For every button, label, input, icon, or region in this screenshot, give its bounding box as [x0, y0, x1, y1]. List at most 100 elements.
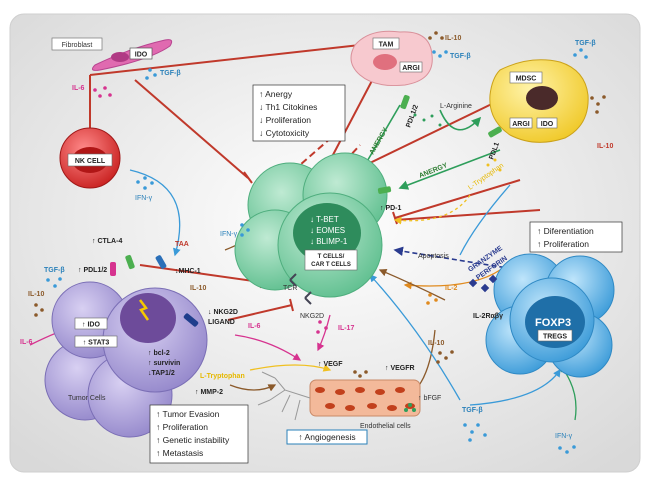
- flow-arrows: [29, 194, 577, 421]
- pdl1-mdsc-receptor: [488, 126, 502, 138]
- bfgf-dots: [404, 403, 416, 412]
- tumor-effect-3: ↑ Metastasis: [156, 448, 203, 458]
- argi-tam-label: ARGI: [402, 65, 420, 72]
- tcell-marker-1: ↓ EOMES: [310, 226, 345, 235]
- larginine-label: L-Arginine: [440, 103, 472, 110]
- tgfb-dots-bottom: [463, 423, 487, 442]
- ido-tumor-label: ↑ IDO: [82, 322, 100, 329]
- tregs-label: TREGS: [543, 334, 567, 341]
- nkg2d-ligand: [183, 313, 199, 327]
- ido-mdsc-label: IDO: [541, 121, 554, 128]
- pdl12-tumor-label: ↑ PDL1/2: [78, 267, 107, 274]
- tcr-label: TCR: [283, 285, 297, 292]
- il6-dots-fib: [93, 86, 112, 98]
- mhc1-receptor: [155, 255, 167, 269]
- arginine-dots: [413, 113, 442, 127]
- nkg2d-ligand-2: LIGAND: [208, 319, 235, 326]
- vegfr-label: ↑ VEGFR: [385, 365, 415, 372]
- il10-tam: IL-10: [445, 35, 461, 42]
- argi-mdsc-label: ARGI: [512, 121, 530, 128]
- fibroblast-tag: [51, 37, 103, 51]
- il10-tumor: IL-10: [28, 291, 44, 298]
- ifng-dots-nk: [136, 176, 154, 190]
- angiogenesis-label: ↑ Angiogenesis: [298, 432, 355, 442]
- trp-dots-mdsc: [486, 158, 502, 172]
- ido-fibroblast-label: IDO: [135, 52, 148, 59]
- il17-label: IL-17: [338, 325, 354, 332]
- stat3-tumor-tag: [74, 335, 118, 348]
- mhc1-label: ↓MHC-1: [175, 268, 201, 275]
- ido-fibroblast-tag: [129, 47, 153, 60]
- blue-arrows: [129, 169, 511, 257]
- ctla4-label: ↑ CTLA-4: [92, 238, 122, 245]
- endothelial-cells: [309, 379, 421, 417]
- tam-label: TAM: [379, 42, 394, 49]
- effect-0: ↑ Anergy: [259, 89, 293, 99]
- tumor-effect-1: ↑ Proliferation: [156, 422, 208, 432]
- tumor-effect-0: ↑ Tumor Evasion: [156, 409, 220, 419]
- effect-2: ↓ Proliferation: [259, 115, 311, 125]
- pd1-receptor: [377, 186, 392, 194]
- tgfb-dots-tumor: [46, 277, 62, 288]
- t-cell-nucleus: [293, 203, 361, 263]
- ifng-nk: IFN-γ: [135, 195, 153, 202]
- il10-tumor-2: IL-10: [190, 285, 206, 292]
- il6-fibroblast: IL-6: [72, 85, 85, 92]
- ifng-bottom: IFN-γ: [555, 433, 573, 440]
- effect-1: ↓ Th1 Citokines: [259, 102, 317, 112]
- nk-cell-label: NK CELL: [75, 158, 106, 165]
- tap12-label: ↓TAP1/2: [148, 370, 175, 377]
- tcell-marker-0: ↓ T-BET: [310, 215, 339, 224]
- tumor-effects-box: ↑ Tumor Evasion ↑ Proliferation ↑ Geneti…: [149, 404, 249, 464]
- il2-label: IL-2: [445, 285, 458, 292]
- tgfb-mdsc: TGF-β: [575, 40, 596, 47]
- bfgf-label: ↑ bFGF: [418, 395, 441, 402]
- pd1-label: ↑ PD-1: [380, 205, 402, 212]
- treg-effect-1: ↑ Proliferation: [537, 239, 589, 249]
- il10-mdsc: IL-10: [597, 143, 613, 150]
- endothelial-label: Endothelial cells: [360, 423, 411, 430]
- bcl2-label: ↑ bcl-2: [148, 350, 170, 357]
- nkg2d-ligand-1: ↓ NKG2D: [208, 309, 238, 316]
- effect-3: ↓ Cytotoxicity: [259, 128, 310, 138]
- pdl12-tam-receptor: [400, 94, 410, 110]
- survivin-label: ↑ survivin: [148, 360, 180, 367]
- ltrp-tumor-label: L-Tryptophan: [200, 373, 245, 380]
- treg-effects-box: [529, 221, 623, 253]
- mutation-icon: [139, 299, 150, 321]
- cytokine-dots-fib: [145, 68, 157, 80]
- foxp3-label: FOXP3: [535, 317, 571, 329]
- treg-cluster: FOXP3 TREGS: [485, 253, 615, 378]
- tumor-cells-label: Tumor Cells: [68, 395, 106, 402]
- tgfb-bottom: TGF-β: [462, 407, 483, 414]
- il17-dots: [316, 320, 328, 334]
- nkg2d-label: NKG2D: [300, 313, 324, 320]
- apoptosis-arrow: [393, 246, 521, 271]
- vegf-label: ↑ VEGF: [318, 361, 343, 368]
- tgfb-tam: TGF-β: [450, 53, 471, 60]
- t-cell-markers: ↓ T-BET ↓ EOMES ↓ BLIMP-1: [310, 215, 348, 246]
- il10-dots-tumor: [34, 303, 44, 317]
- il2-dots: [426, 293, 438, 305]
- tam-cell: TAM ARGI: [350, 30, 433, 86]
- vegf-dots: [353, 370, 368, 378]
- anergy-arrows: [361, 104, 501, 190]
- nk-cell: NK CELL: [59, 127, 121, 189]
- mmp2-label: ↑ MMP-2: [195, 389, 223, 396]
- il10-dots-bottom: [436, 350, 454, 364]
- apoptosis-label: Apoptosis: [418, 253, 449, 260]
- il10-dots-tam: [428, 31, 444, 40]
- ifng-t: IFN-γ: [220, 231, 238, 238]
- il2r-label: IL-2Rαβγ: [473, 313, 503, 320]
- ifng-dots-bottom: [558, 445, 576, 454]
- ido-tumor-tag: [74, 317, 108, 330]
- vessel-sprouts: [257, 371, 311, 421]
- fibroblast-nucleus: [111, 52, 129, 62]
- taa-label: TAA: [175, 241, 189, 248]
- t-cell-effects-box: ↑ Anergy ↓ Th1 Citokines ↓ Proliferation…: [252, 84, 346, 142]
- il6-mid: IL-6: [248, 323, 261, 330]
- fibroblast-cell: IDO: [91, 39, 173, 71]
- angiogenesis-box: [286, 429, 368, 445]
- il10-bottom: IL-10: [428, 340, 444, 347]
- ifng-dots-t: [240, 223, 250, 237]
